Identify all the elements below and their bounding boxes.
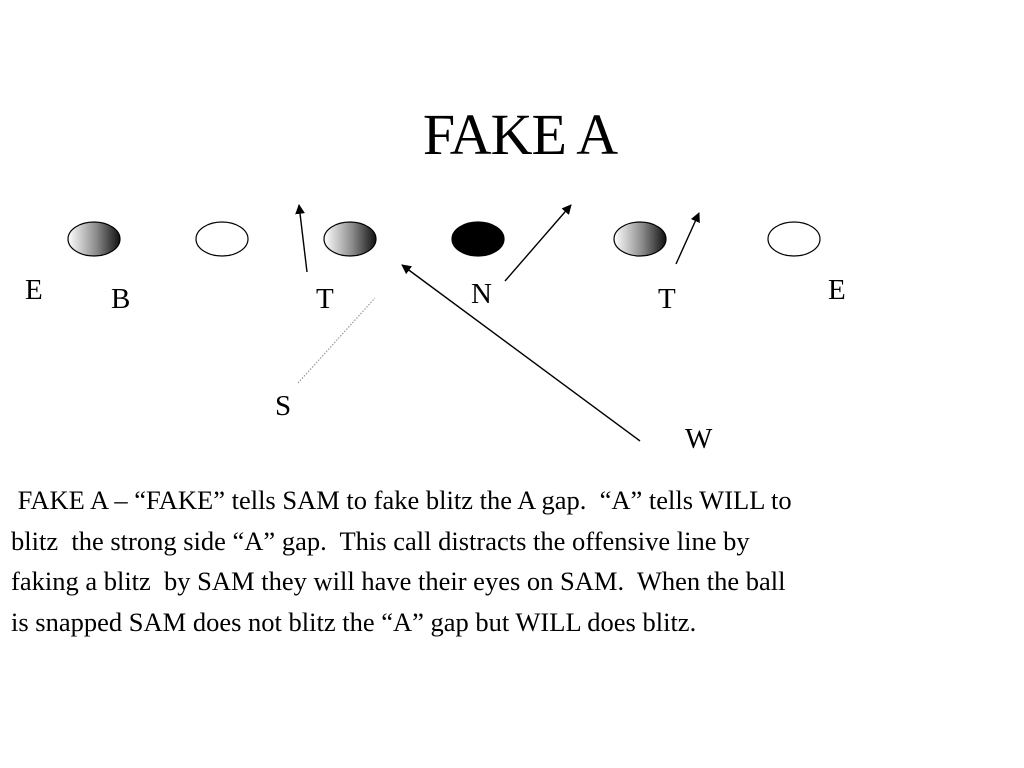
sam-fake-path bbox=[297, 297, 376, 384]
nose-arrow bbox=[504, 204, 572, 282]
description-line-4: is snapped SAM does not blitz the “A” ga… bbox=[11, 606, 697, 637]
tackle-left-arrow bbox=[295, 204, 308, 273]
label-n: N bbox=[471, 278, 492, 310]
center-oval bbox=[451, 221, 505, 257]
lineman-oval-2 bbox=[195, 221, 249, 257]
slide-title: FAKE A bbox=[422, 102, 618, 167]
lineman-oval-6 bbox=[767, 221, 821, 257]
label-e-left: E bbox=[25, 274, 43, 306]
lineman-oval-1 bbox=[67, 221, 121, 257]
tackle-right-arrow bbox=[675, 212, 700, 265]
label-t-left: T bbox=[316, 283, 334, 315]
lineman-oval-5 bbox=[613, 221, 667, 257]
label-w: W bbox=[685, 423, 713, 455]
label-t-right: T bbox=[658, 283, 676, 315]
label-b: B bbox=[111, 283, 131, 315]
description-line-1: FAKE A – “FAKE” tells SAM to fake blitz … bbox=[11, 485, 792, 515]
label-s: S bbox=[275, 390, 292, 422]
lineman-oval-3 bbox=[323, 221, 377, 257]
description-line-3: faking a blitz by SAM they will have the… bbox=[11, 566, 786, 596]
description-line-2: blitz the strong side “A” gap. This call… bbox=[11, 525, 750, 556]
play-description: FAKE A – “FAKE” tells SAM to fake blitz … bbox=[11, 480, 1023, 642]
label-e-right: E bbox=[828, 274, 846, 306]
will-blitz-arrow bbox=[401, 264, 641, 442]
